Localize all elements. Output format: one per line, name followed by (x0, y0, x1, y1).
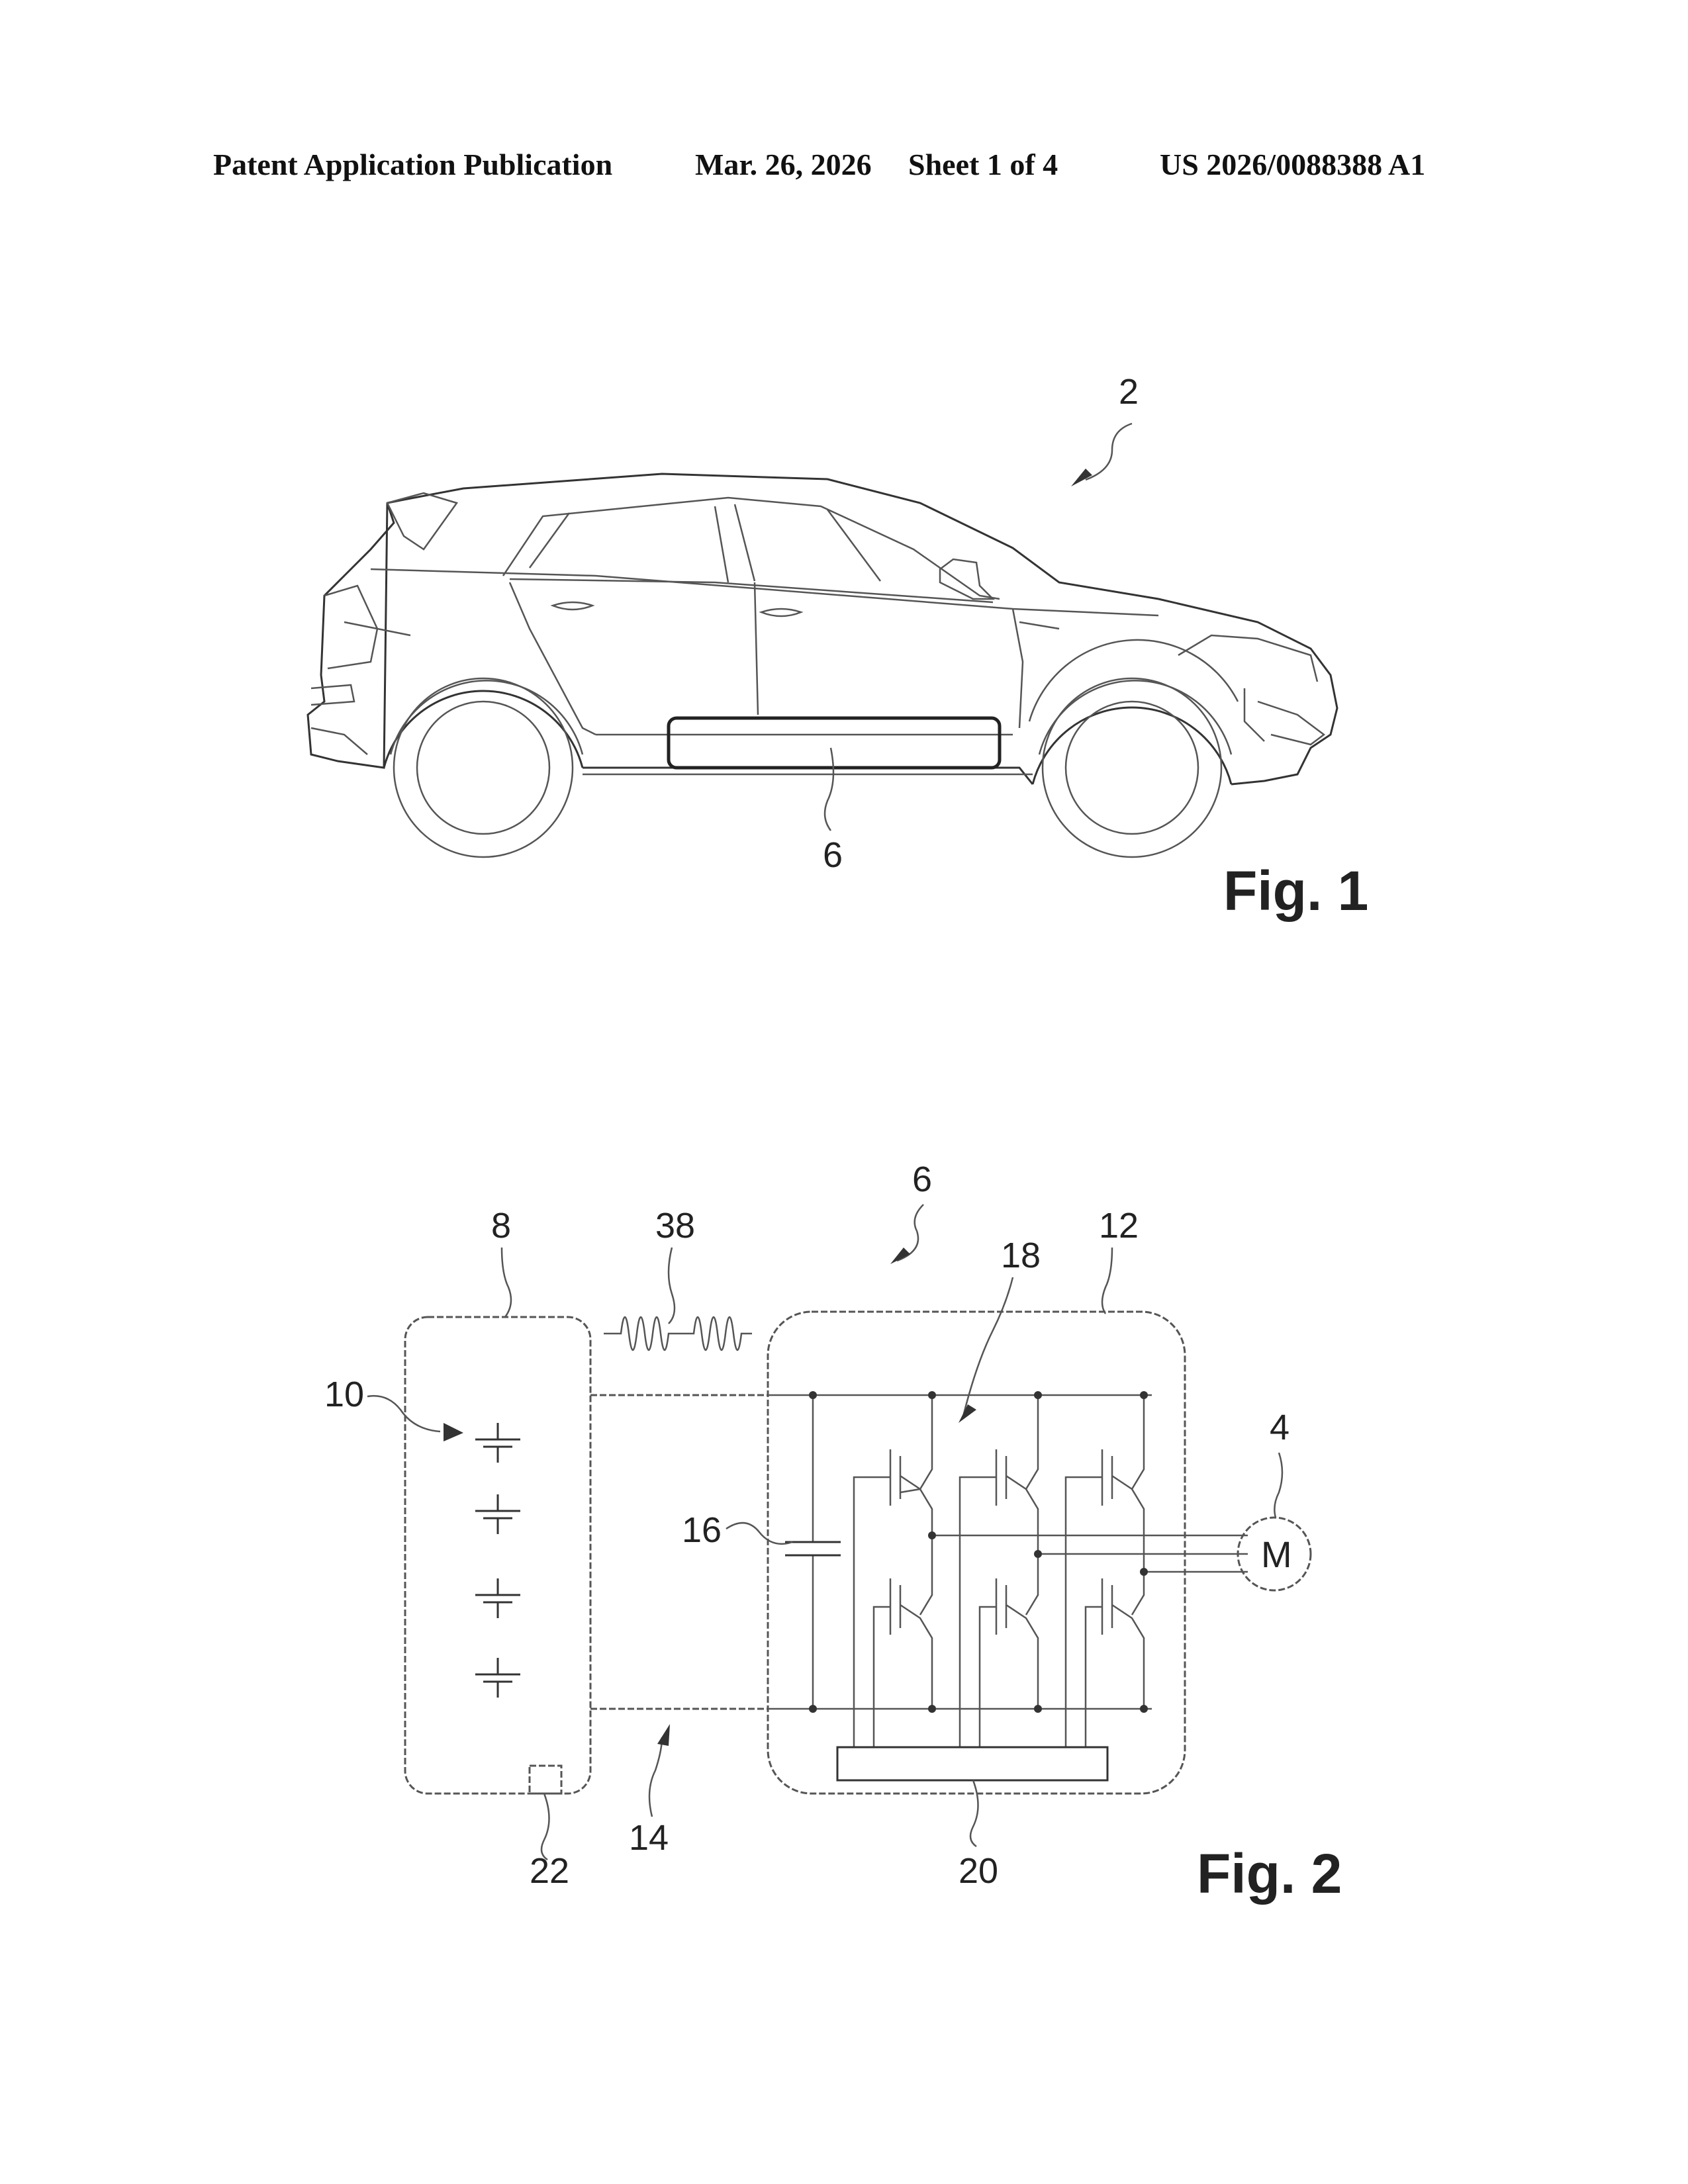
dc-link-capacitor (785, 1395, 841, 1709)
ref-system: 6 (912, 1160, 932, 1199)
figure-2-label: Fig. 2 (1197, 1843, 1342, 1905)
ref-battery: 8 (491, 1206, 511, 1246)
ref-cells: 10 (324, 1375, 364, 1414)
ref-sensor: 22 (530, 1851, 569, 1891)
ref-motor: 4 (1270, 1408, 1289, 1447)
ref-vehicle: 2 (1119, 372, 1139, 412)
controller-box (837, 1747, 1107, 1780)
inductance (604, 1317, 752, 1350)
battery-cells (475, 1423, 520, 1698)
junction-dots (809, 1391, 1148, 1713)
battery-system-box (669, 718, 1000, 768)
ref-battery-system: 6 (823, 835, 843, 875)
sensor-box (530, 1766, 561, 1794)
figure-1-label: Fig. 1 (1223, 860, 1368, 922)
battery-box (405, 1317, 590, 1794)
ref-inductance: 38 (655, 1206, 695, 1246)
ref-inverter: 12 (1099, 1206, 1139, 1246)
ref-dc-link: 14 (629, 1818, 669, 1858)
inverter-box (768, 1312, 1185, 1794)
ref-switches: 18 (1001, 1236, 1041, 1275)
vehicle-drawing (308, 474, 1337, 857)
motor-letter: M (1261, 1533, 1292, 1575)
ref-capacitor: 16 (682, 1510, 722, 1550)
figure-2: M 6 8 38 18 12 10 16 4 14 22 20 Fig. 2 (324, 1160, 1342, 1905)
switch-legs (854, 1395, 1248, 1747)
ref-controller: 20 (959, 1851, 998, 1891)
figure-1: 2 6 Fig. 1 (308, 372, 1368, 922)
